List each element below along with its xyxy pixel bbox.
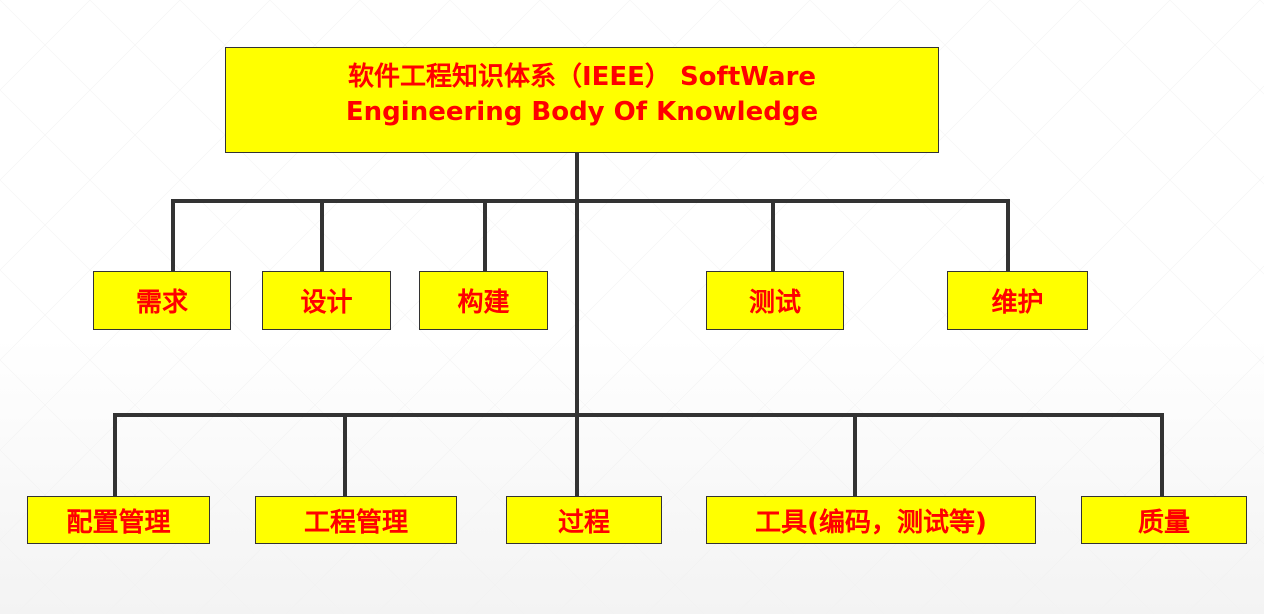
node-tools: 工具(编码，测试等)	[706, 496, 1036, 544]
node-engineering-management: 工程管理	[255, 496, 457, 544]
node-quality: 质量	[1081, 496, 1247, 544]
root-node: 软件工程知识体系（IEEE） SoftWare Engineering Body…	[225, 47, 939, 153]
node-construction: 构建	[419, 271, 548, 330]
node-configuration-management: 配置管理	[27, 496, 210, 544]
node-requirements: 需求	[93, 271, 231, 330]
root-title-line2: Engineering Body Of Knowledge	[345, 97, 819, 127]
node-design: 设计	[262, 271, 391, 330]
node-testing: 测试	[706, 271, 844, 330]
node-process: 过程	[506, 496, 662, 544]
node-maintenance: 维护	[947, 271, 1088, 330]
root-title-line1: 软件工程知识体系（IEEE） SoftWare	[347, 62, 817, 92]
